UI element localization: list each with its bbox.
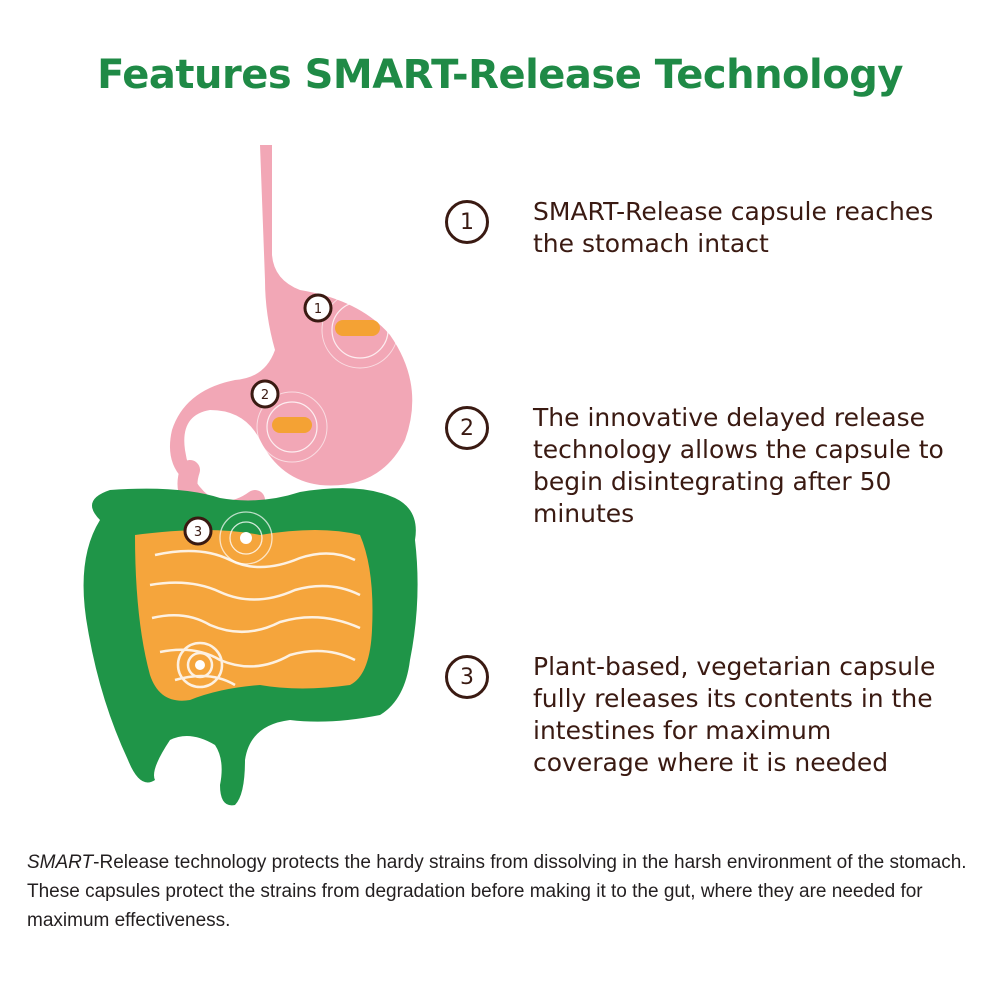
step-text: SMART-Release capsule reaches the stomac… bbox=[533, 197, 934, 258]
svg-text:3: 3 bbox=[194, 525, 202, 540]
page-title: Features SMART-Release Technology bbox=[97, 52, 903, 98]
step-number: 2 bbox=[445, 406, 489, 450]
capsule-disintegrating bbox=[256, 391, 328, 463]
capsule-stomach bbox=[321, 291, 399, 369]
step-text: The innovative delayed release technolog… bbox=[533, 403, 944, 528]
step-text: Plant-based, vegetarian capsule fully re… bbox=[533, 652, 936, 777]
marker-1: 1 bbox=[303, 293, 333, 323]
svg-text:2: 2 bbox=[261, 388, 269, 403]
marker-3: 3 bbox=[183, 516, 213, 546]
release-point bbox=[195, 511, 273, 670]
svg-text:1: 1 bbox=[314, 302, 322, 317]
description-paragraph: SMART-Release technology protects the ha… bbox=[27, 848, 977, 935]
digestive-system-diagram: 1 2 3 bbox=[83, 145, 418, 806]
large-intestine-illustration bbox=[83, 488, 418, 806]
step-number: 3 bbox=[445, 655, 489, 699]
marker-2: 2 bbox=[250, 379, 280, 409]
footer-emphasis: SMART bbox=[27, 852, 94, 873]
step-number: 1 bbox=[445, 200, 489, 244]
footer-text: -Release technology protects the hardy s… bbox=[27, 852, 967, 931]
